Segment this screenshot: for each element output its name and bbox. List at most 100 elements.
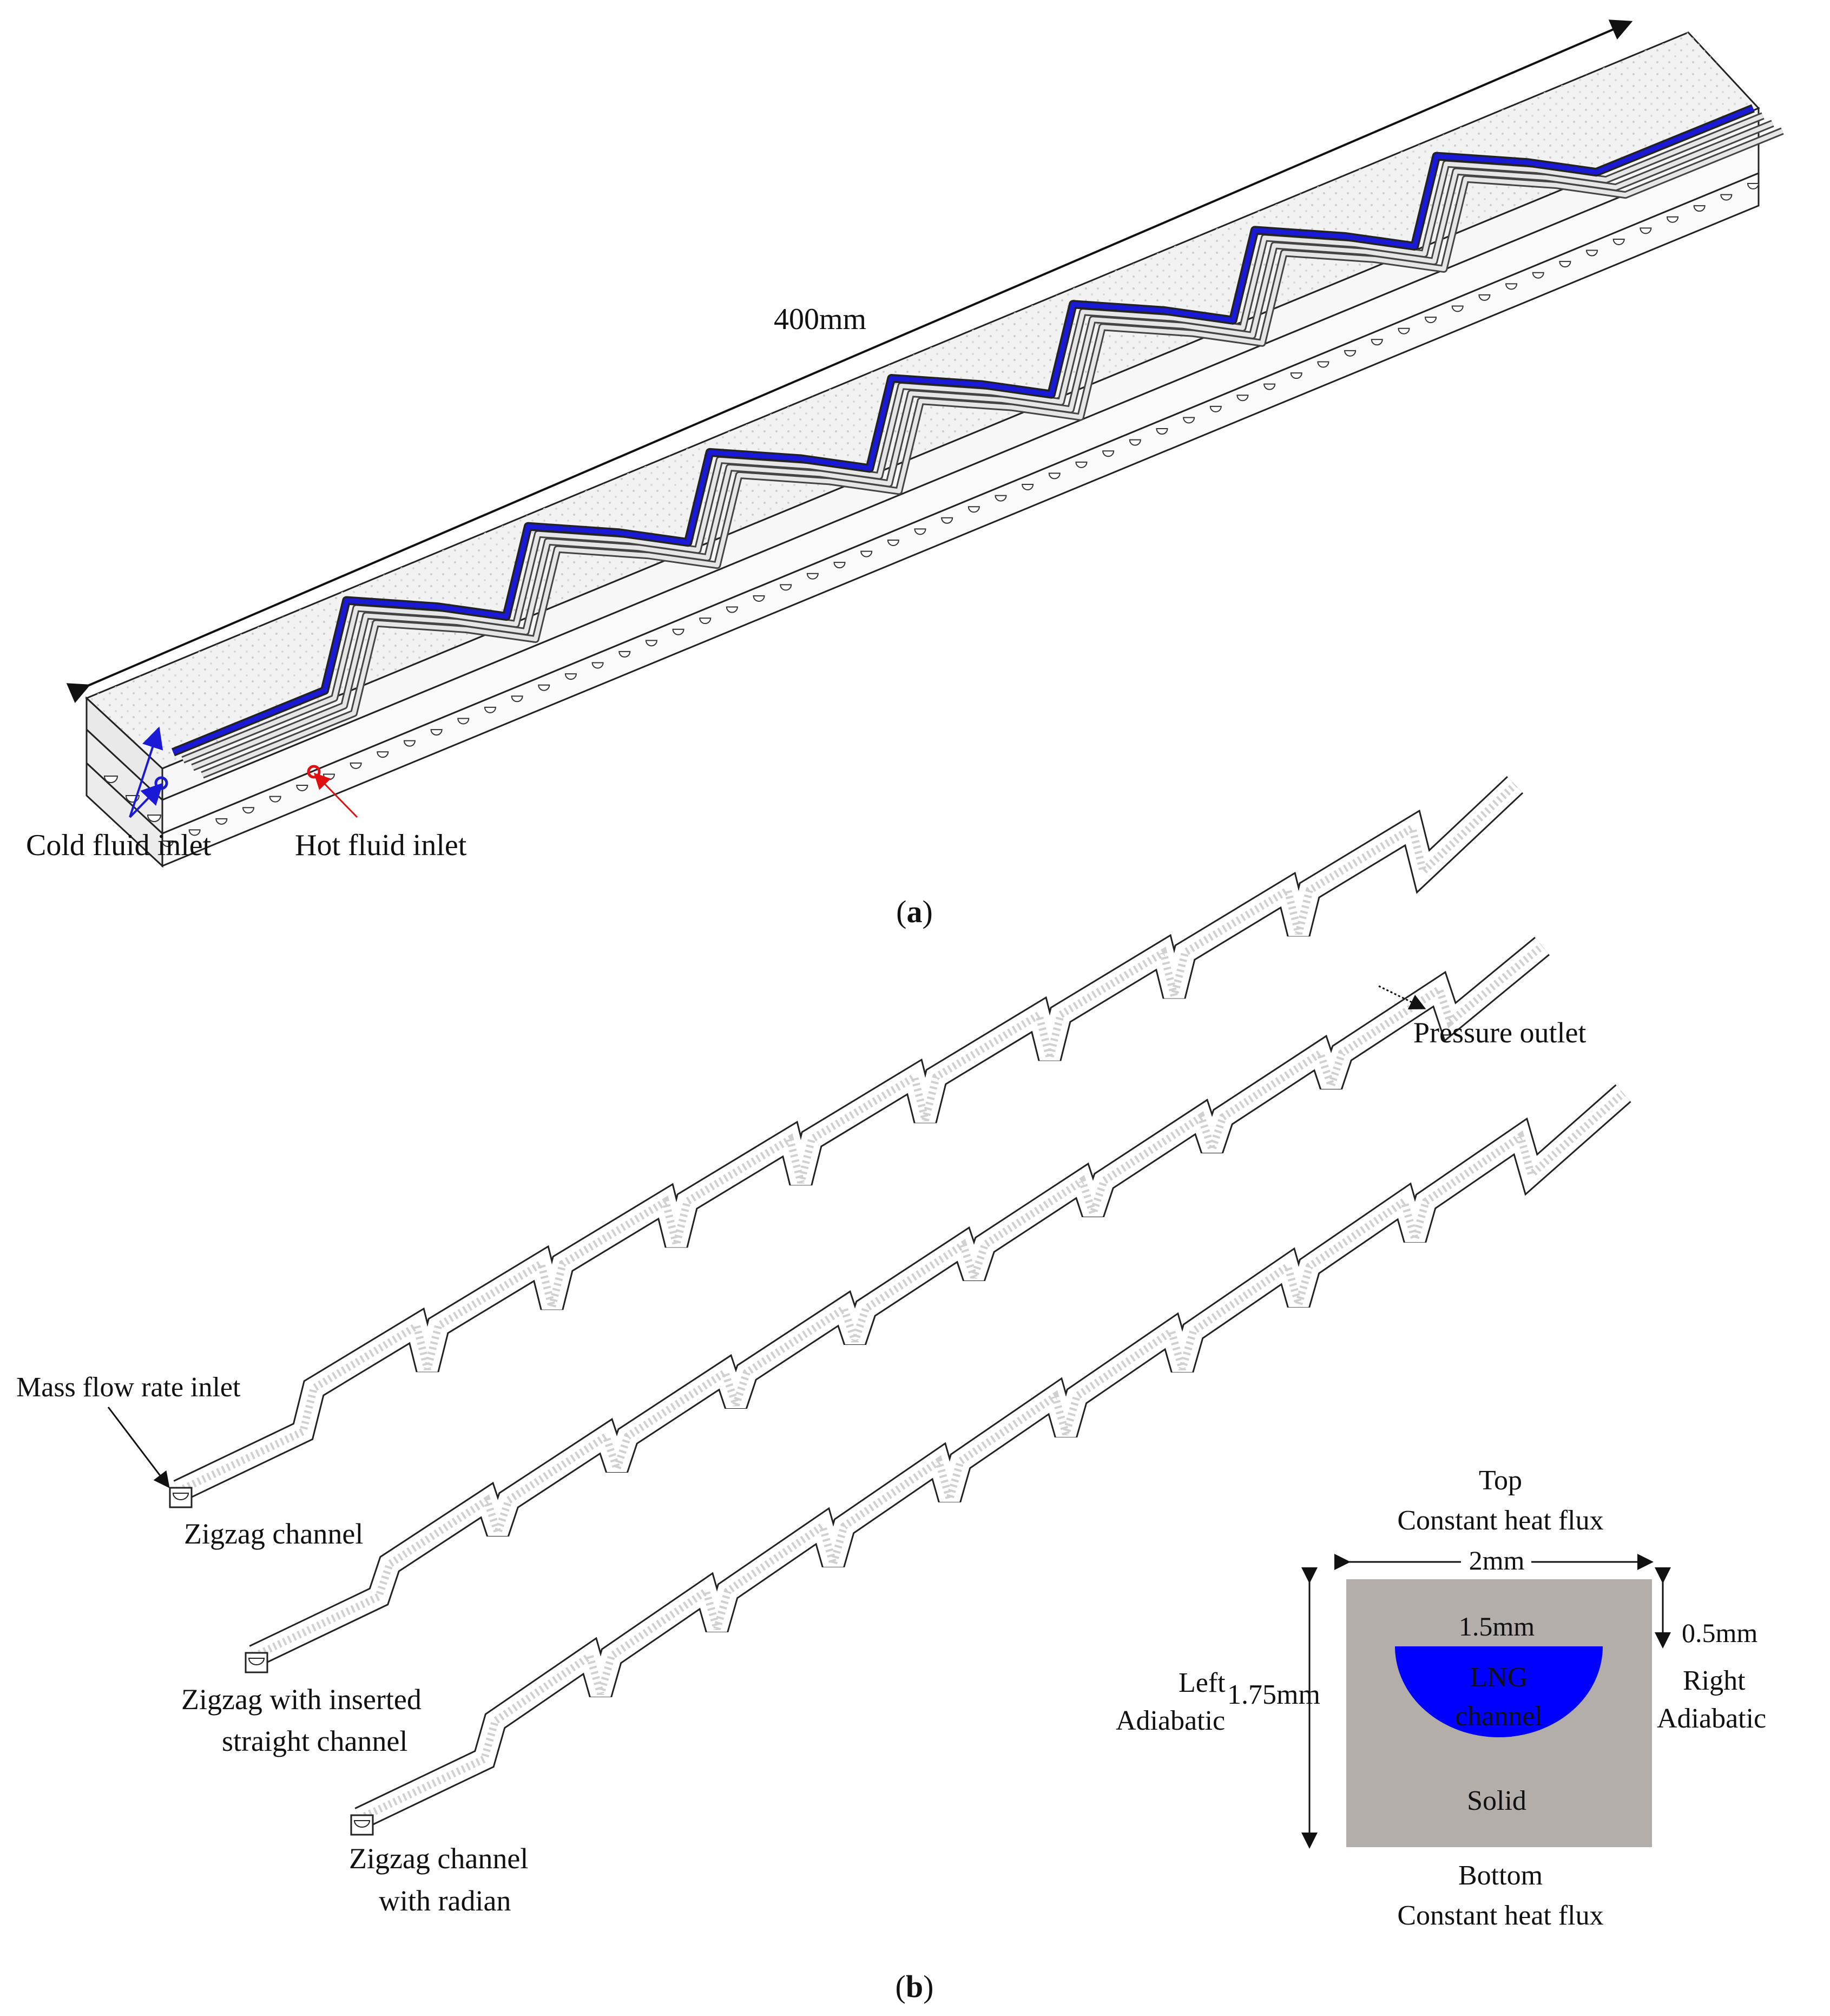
hot-channel-opening <box>1129 439 1141 446</box>
hot-channel-opening <box>591 662 604 669</box>
length-label: 400mm <box>774 303 866 336</box>
hot-channel-opening <box>1425 317 1437 324</box>
hot-channel-opening <box>914 528 926 535</box>
hot-channel-opening <box>672 628 684 635</box>
lng-channel-shape <box>1395 1646 1603 1737</box>
hot-channel-opening <box>377 751 389 758</box>
zigzag-radian-model <box>350 1084 1631 1836</box>
hot-channel-opening <box>1451 305 1464 312</box>
depth-label: 0.5mm <box>1682 1618 1757 1648</box>
hot-zigzag-channel-inner <box>182 114 1764 762</box>
cold-inlet-label: Cold fluid inlet <box>26 829 212 862</box>
channel-3-label-line2: with radian <box>379 1884 511 1917</box>
bottom-boundary-label: Bottom <box>1458 1860 1543 1891</box>
mass-inlet-label: Mass flow rate inlet <box>16 1372 241 1403</box>
channel-name-line1: LNG <box>1470 1662 1528 1693</box>
channel-cross-section: Top Constant heat flux 2mm 1.5mm LNG cha… <box>1116 1465 1766 1931</box>
hot-channel-opening <box>403 740 416 747</box>
hot-channel-opening <box>161 840 174 847</box>
right-boundary-label: Right <box>1683 1665 1746 1696</box>
hot-channel-opening <box>941 517 953 524</box>
solid-label: Solid <box>1467 1785 1526 1816</box>
channel-width-label: 1.5mm <box>1459 1611 1535 1641</box>
width-label-bg <box>1461 1546 1531 1576</box>
hot-channel-opening <box>350 762 362 769</box>
cold-inlet-arrow-1 <box>129 783 163 818</box>
channel-2-label-line1: Zigzag with inserted <box>181 1683 422 1716</box>
cold-zigzag-channel <box>172 106 1754 755</box>
hot-channel-opening <box>1720 194 1733 201</box>
hot-channel-opening <box>215 818 228 825</box>
right-boundary-condition: Adiabatic <box>1657 1703 1766 1734</box>
hot-channel-opening <box>1183 417 1195 424</box>
hot-channel-opening <box>1586 249 1598 257</box>
channel-2-label-line2: straight channel <box>222 1725 407 1757</box>
hot-channel-opening <box>1747 183 1760 189</box>
mass-inlet-arrow <box>107 1407 170 1488</box>
pressure-outlet-label: Pressure outlet <box>1413 1016 1586 1049</box>
hot-channel-opening <box>269 796 281 803</box>
hot-channel-opening <box>887 539 899 546</box>
zigzag-radian-model-detail <box>358 1090 1626 1822</box>
hot-channel-opening <box>995 495 1007 502</box>
zigzag-channel-models <box>169 776 1631 1836</box>
left-boundary-condition: Adiabatic <box>1116 1705 1225 1736</box>
channel-1-label: Zigzag channel <box>184 1518 363 1550</box>
bottom-plate-side-face <box>161 172 1760 868</box>
panel-a-caption: (a) <box>896 894 933 929</box>
channel-3-label-line1: Zigzag channel <box>349 1842 528 1875</box>
hot-channel-opening <box>1344 350 1357 357</box>
zigzag-channels-top <box>171 104 1784 779</box>
left-boundary-label: Left <box>1179 1667 1226 1698</box>
panel-b-channel-geometry: Pressure outlet Mass flow rate inlet Zig… <box>16 776 1766 2004</box>
hot-channel-opening <box>1371 339 1383 346</box>
hot-channel-opening <box>242 807 254 814</box>
hot-channel-opening <box>1693 205 1706 212</box>
hot-channel-opening <box>1048 472 1061 480</box>
hot-channel-opening <box>967 506 980 513</box>
hot-channel-opening <box>430 729 443 736</box>
top-plate-side-face <box>161 107 1760 802</box>
bottom-boundary-condition: Constant heat flux <box>1397 1900 1603 1931</box>
length-dimension-arrow <box>66 19 1633 704</box>
hot-channel-opening <box>618 651 631 658</box>
hot-channel-opening <box>538 684 550 691</box>
hot-channel-opening <box>806 573 819 580</box>
channel-name-line2: channel <box>1455 1701 1543 1732</box>
hot-channel-opening <box>1102 450 1115 457</box>
zigzag-channel-model-inlet-channel <box>172 1493 189 1500</box>
hot-channel-opening <box>1209 405 1222 412</box>
hot-channel-opening <box>296 785 308 792</box>
cold-inlet-arrow-2 <box>129 726 163 818</box>
hot-channel-opening <box>1612 238 1625 245</box>
hot-channel-opening <box>1640 227 1652 234</box>
hot-channel-opening <box>1075 461 1088 468</box>
hot-channel-opening <box>484 706 496 713</box>
top-boundary-label: Top <box>1479 1465 1522 1496</box>
hot-channel-opening <box>1156 428 1168 435</box>
zigzag-radian-model-inlet-channel <box>353 1820 371 1828</box>
hot-channel-opening <box>188 829 201 836</box>
hot-channel-opening <box>753 595 765 602</box>
hot-channel-row <box>161 183 1760 847</box>
hot-inlet-label: Hot fluid inlet <box>295 829 467 862</box>
hot-channel-opening <box>699 618 712 625</box>
hot-zigzag-channel-inner <box>192 121 1774 770</box>
height-label: 1.75mm <box>1227 1679 1320 1710</box>
front-channel-opening <box>103 776 119 783</box>
zigzag-inserted-straight-model <box>245 937 1550 1673</box>
hot-zigzag-channel-inner <box>201 129 1783 777</box>
hot-channel-opening <box>1263 383 1276 390</box>
hot-channel-opening <box>1236 395 1249 402</box>
hot-channel-opening <box>1290 372 1302 379</box>
zigzag-inserted-straight-model-inlet-face <box>245 1652 268 1673</box>
zigzag-inserted-straight-model-inlet-channel <box>248 1658 265 1665</box>
hot-channel-opening <box>1559 261 1571 268</box>
zigzag-inserted-straight-model-detail <box>252 943 1545 1660</box>
panel-b-caption: (b) <box>896 1969 934 2004</box>
panel-a-heat-exchanger: 400mm Cold fluid inlet Hot fluid inl <box>26 19 1784 929</box>
zigzag-channel-model <box>169 776 1524 1508</box>
hot-channel-opening <box>511 695 523 702</box>
hot-channel-opening <box>726 606 738 613</box>
